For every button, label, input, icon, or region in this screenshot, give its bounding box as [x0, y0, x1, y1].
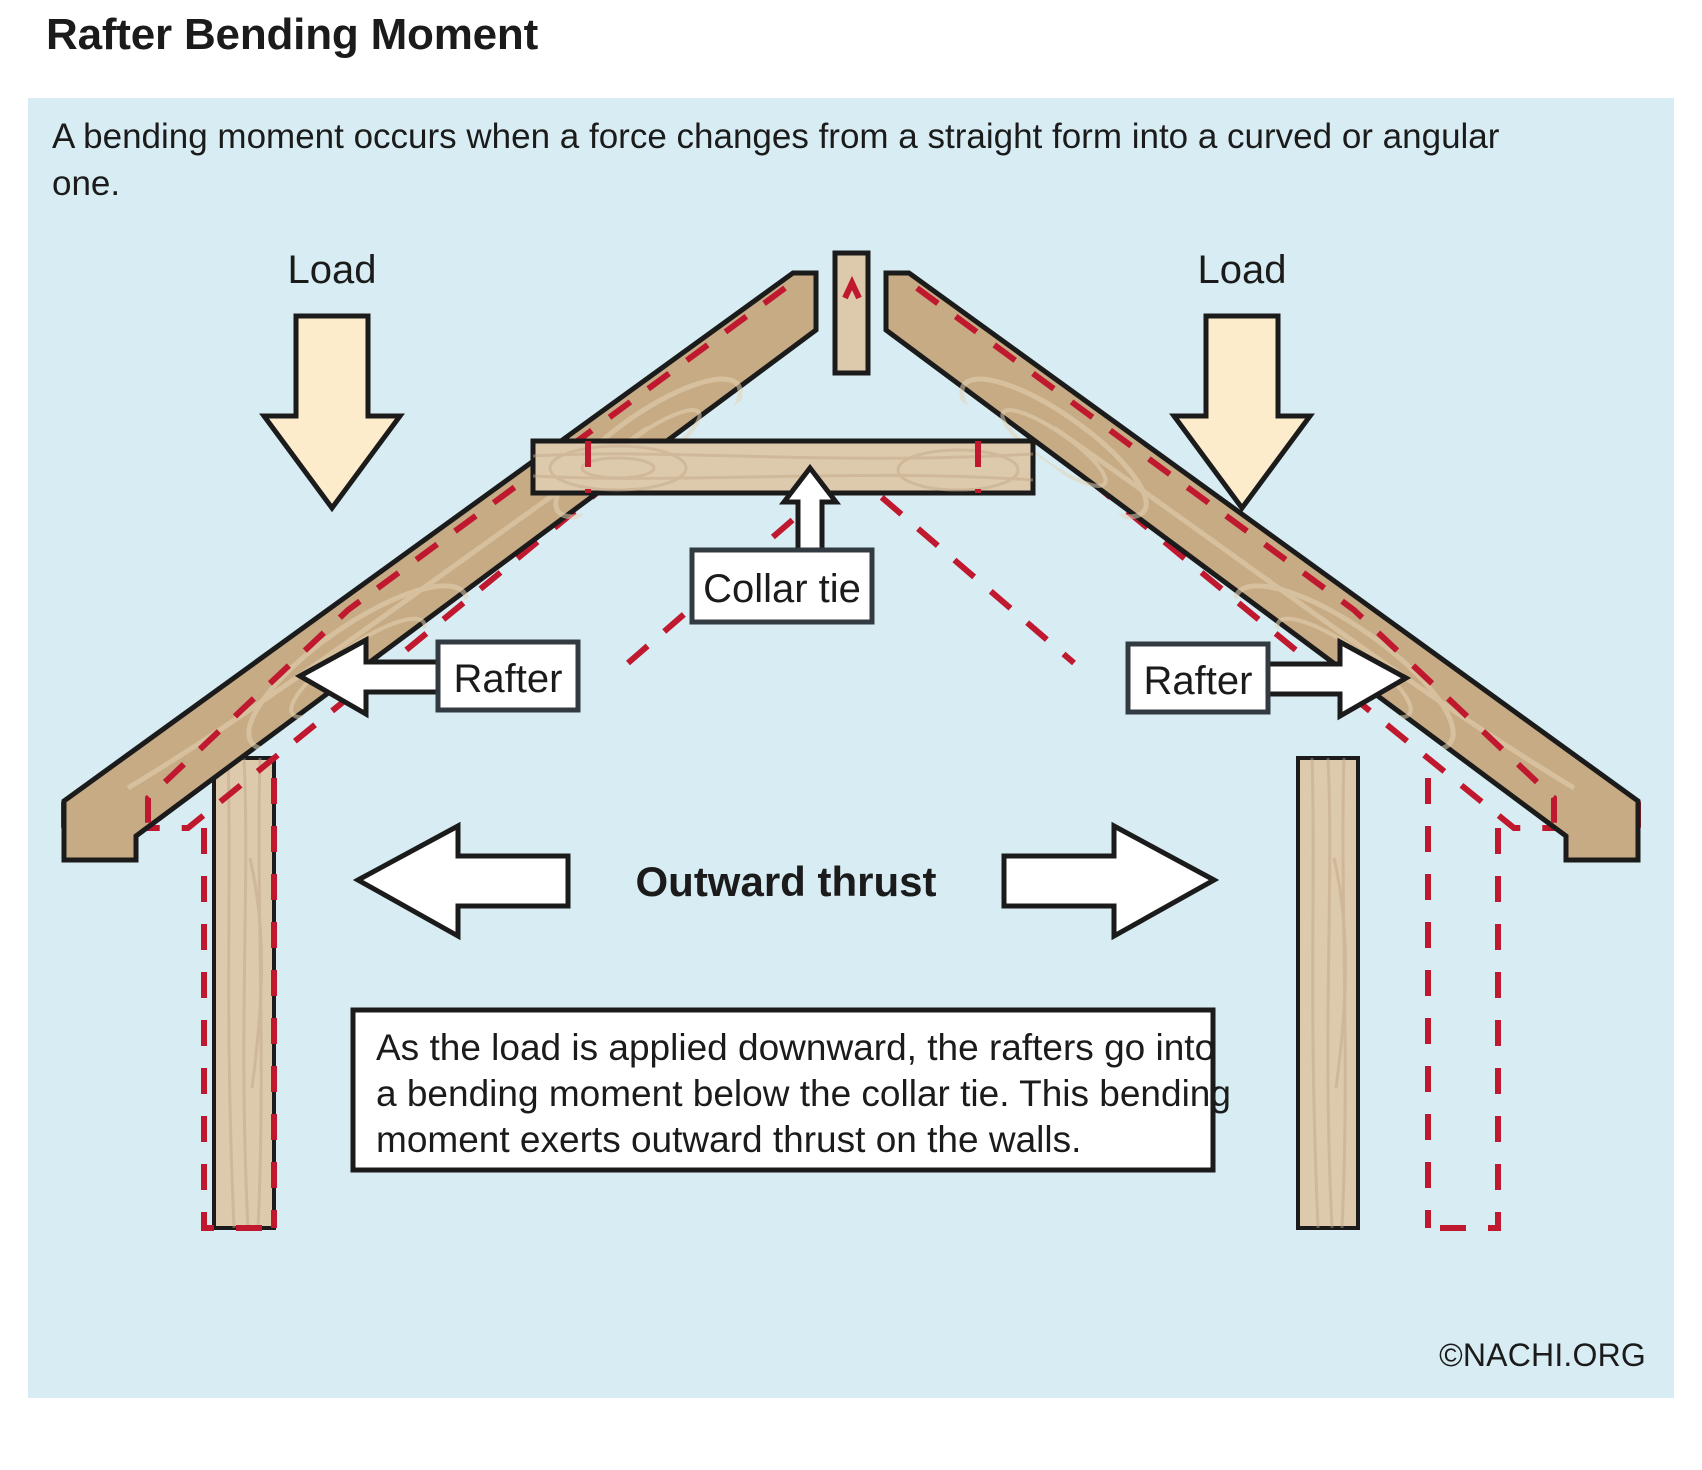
explanation-line-2: a bending moment below the collar tie. T…	[376, 1073, 1231, 1114]
rafter-bending-moment-figure: Load Load Collar tie Rafter	[61, 248, 1641, 1231]
outward-thrust-arrow-right	[1001, 821, 1220, 941]
left-rafter-deflection-dashes	[145, 285, 787, 838]
load-arrow-right	[1169, 313, 1315, 513]
rafter-label-right: Rafter	[1144, 659, 1253, 703]
outward-thrust-label: Outward thrust	[636, 858, 937, 905]
ridge-board	[832, 250, 871, 376]
explanation-line-3: moment exerts outward thrust on the wall…	[376, 1119, 1081, 1160]
load-arrow-left	[259, 313, 405, 513]
left-wall-post	[212, 756, 276, 1230]
explanation-line-1: As the load is applied downward, the raf…	[376, 1027, 1215, 1068]
right-wall-post	[1296, 756, 1360, 1230]
rafter-label-box-left: Rafter	[435, 639, 581, 713]
illustration-panel: A bending moment occurs when a force cha…	[28, 98, 1674, 1398]
copyright-label: ©NACHI.ORG	[1439, 1337, 1646, 1373]
rafter-label-left: Rafter	[454, 657, 563, 701]
load-label-right: Load	[1198, 248, 1287, 292]
collar-tie-board	[530, 438, 1036, 496]
load-label-left: Load	[288, 248, 377, 292]
right-rafter-deflection-dashes	[915, 285, 1557, 838]
rafter-label-box-right: Rafter	[1125, 641, 1271, 715]
outward-thrust-arrow-left	[352, 821, 571, 941]
collar-tie-label: Collar tie	[703, 567, 861, 611]
collar-tie-label-box: Collar tie	[689, 547, 875, 625]
intro-paragraph: A bending moment occurs when a force cha…	[52, 117, 1500, 203]
explanation-box: As the load is applied downward, the raf…	[350, 1007, 1231, 1173]
page-title: Rafter Bending Moment	[46, 10, 539, 59]
collar-tie-callout-arrow	[778, 463, 842, 571]
